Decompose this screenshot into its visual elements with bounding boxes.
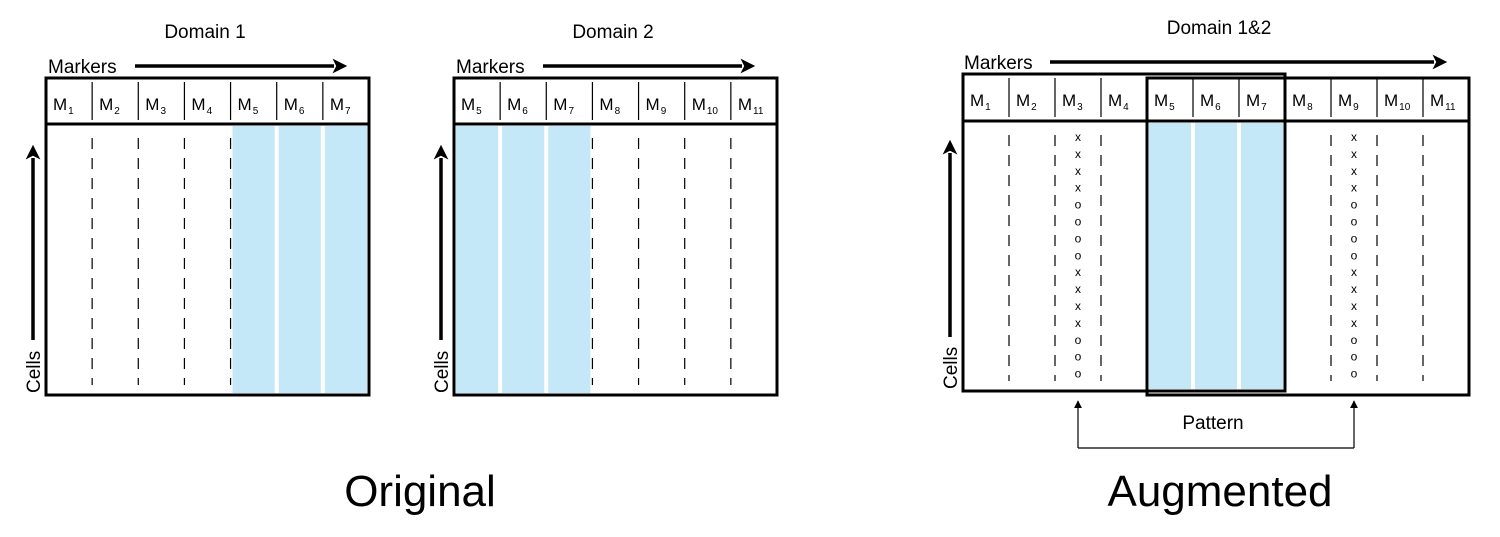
pattern-mark: x — [1075, 164, 1081, 178]
highlight-column-7 — [324, 126, 367, 393]
pattern-mark: x — [1351, 316, 1357, 330]
pattern-mark: o — [1075, 198, 1082, 212]
column-header-label: M5 — [1154, 91, 1175, 113]
pattern-mark: o — [1075, 333, 1082, 347]
column-header-label: M6 — [284, 95, 305, 117]
pattern-mark: o — [1351, 198, 1358, 212]
pattern-mark: x — [1075, 282, 1081, 296]
pattern-mark: x — [1351, 130, 1357, 144]
column-header-label: M1 — [970, 91, 991, 113]
domain-1-matrix-frame — [44, 76, 371, 397]
highlight-column-5 — [1149, 123, 1191, 389]
pattern-mark: o — [1075, 367, 1082, 381]
pattern-mark: x — [1351, 147, 1357, 161]
panel-domain-2: M5 M6 M7 M8 M9 M10 M11 Domain 2 Markers Cells — [432, 22, 779, 397]
column-header-label: M11 — [1430, 91, 1456, 113]
highlight-column-3 — [548, 126, 591, 393]
highlight-column-6 — [278, 126, 321, 393]
pattern-mark: x — [1075, 265, 1081, 279]
column-header-label: M7 — [1246, 91, 1267, 113]
column-header-label: M4 — [191, 95, 212, 117]
column-header-label: M7 — [330, 95, 351, 117]
column-header-label: M3 — [1062, 91, 1083, 113]
pattern-mark: x — [1351, 265, 1357, 279]
augmented-header-separators — [1008, 78, 1424, 117]
augmented-title: Domain 1&2 — [1167, 18, 1272, 39]
column-header-label: M7 — [553, 95, 574, 117]
domain-2-cells-label: Cells — [432, 351, 453, 393]
pattern-mark: o — [1075, 248, 1082, 262]
pattern-mark: o — [1075, 231, 1082, 245]
domain-2-markers-label: Markers — [456, 57, 525, 78]
pattern-mark: o — [1075, 350, 1082, 364]
original-label: Original — [344, 467, 496, 516]
column-header-label: M2 — [1016, 91, 1037, 113]
highlight-column-6 — [1195, 123, 1237, 389]
pattern-label: Pattern — [1182, 413, 1243, 434]
domain-1-highlight-columns — [232, 126, 367, 393]
domain-2-header-separators — [499, 82, 732, 120]
pattern-mark: o — [1351, 231, 1358, 245]
column-header-label: M10 — [1384, 91, 1411, 113]
highlight-column-5 — [232, 126, 275, 393]
pattern-mark: o — [1351, 333, 1358, 347]
column-header-label: M2 — [99, 95, 120, 117]
column-header-label: M6 — [1200, 91, 1221, 113]
augmented-highlight-columns — [1149, 123, 1283, 389]
highlight-column-1 — [456, 126, 499, 393]
column-header-label: M4 — [1108, 91, 1129, 113]
domain-2-highlight-columns — [456, 126, 591, 393]
column-header-label: M6 — [507, 95, 528, 117]
domain-1-dashed-separators — [91, 138, 232, 385]
highlight-column-2 — [502, 126, 545, 393]
pattern-mark: o — [1351, 367, 1358, 381]
column-header-label: M9 — [646, 95, 667, 117]
augmented-domain-2-frame — [1145, 76, 1471, 397]
column-header-label: M10 — [692, 95, 719, 117]
pattern-mark: x — [1075, 316, 1081, 330]
pattern-mark: x — [1351, 299, 1357, 313]
pattern-mark: o — [1351, 350, 1358, 364]
column-header-label: M3 — [145, 95, 166, 117]
column-header-label: M5 — [238, 95, 259, 117]
pattern-mark: x — [1351, 181, 1357, 195]
column-header-label: M9 — [1338, 91, 1359, 113]
column-header-label: M11 — [738, 95, 764, 117]
pattern-mark: o — [1075, 215, 1082, 229]
column-header-label: M1 — [53, 95, 74, 117]
pattern-connector — [1074, 400, 1358, 449]
domain-2-title: Domain 2 — [572, 22, 653, 43]
pattern-mark: o — [1351, 215, 1358, 229]
pattern-mark: o — [1351, 248, 1358, 262]
augmented-cells-label: Cells — [941, 347, 962, 389]
domain-1-header-labels: M1 M2 M3 M4 M5 M6 M7 — [53, 95, 351, 117]
domain-1-header-separators — [91, 82, 324, 120]
augmented-header-labels: M1 M2 M3 M4 M5 M6 M7 M8 M9 M10 M11 — [970, 91, 1456, 113]
domain-1-markers-label: Markers — [48, 57, 117, 78]
column-header-label: M8 — [599, 95, 620, 117]
domain-2-header-labels: M5 M6 M7 M8 M9 M10 M11 — [461, 95, 764, 117]
augmented-markers-label: Markers — [964, 53, 1033, 74]
column-header-label: M5 — [461, 95, 482, 117]
domain-2-matrix-frame — [452, 76, 779, 397]
pattern-mark: x — [1075, 181, 1081, 195]
pattern-mark: x — [1075, 130, 1081, 144]
domain-1-cells-label: Cells — [24, 351, 45, 393]
highlight-column-7 — [1241, 123, 1283, 389]
pattern-mark: x — [1351, 282, 1357, 296]
pattern-mark: x — [1075, 299, 1081, 313]
augmented-label: Augmented — [1107, 467, 1332, 516]
column-header-label: M8 — [1292, 91, 1313, 113]
domain-2-dashed-separators — [591, 138, 732, 385]
pattern-mark: x — [1351, 164, 1357, 178]
domain-1-title: Domain 1 — [164, 22, 245, 43]
panel-domain-1: M1 M2 M3 M4 M5 M6 M7 Domain 1 Markers Cells — [24, 22, 371, 397]
pattern-mark: x — [1075, 147, 1081, 161]
augmented-domain-1-frame — [961, 72, 1287, 393]
